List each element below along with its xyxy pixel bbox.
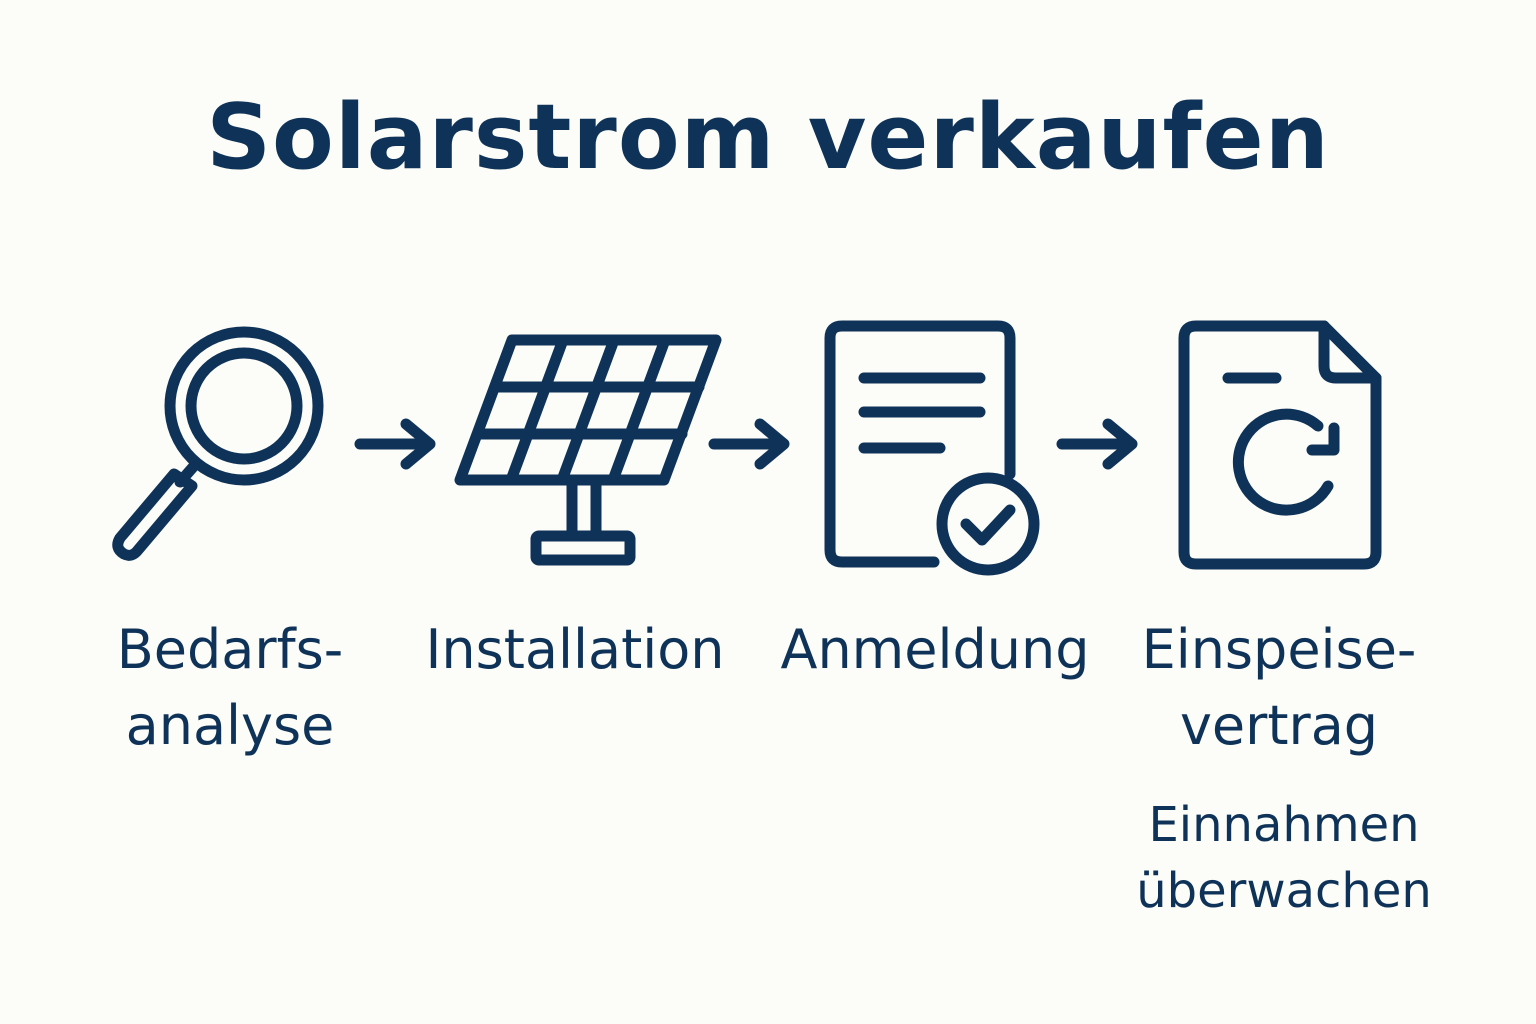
arrow-2-icon (708, 418, 790, 470)
step-label-anmeldung: Anmeldung (770, 612, 1100, 688)
magnifier-icon (112, 326, 324, 561)
step-label-line: Anmeldung (780, 618, 1090, 681)
step-label-line: vertrag (1179, 694, 1379, 757)
document-refresh-icon (1178, 320, 1382, 570)
step-label-line: Installation (425, 618, 725, 681)
step-label-installation: Installation (410, 612, 740, 688)
note-einnahmen-ueberwachen: Einnahmen überwachen (1124, 792, 1444, 924)
step-label-line: analyse (125, 694, 335, 757)
step-label-bedarfsanalyse: Bedarfs- analyse (80, 612, 380, 764)
step-label-line: Einspeise- (1141, 618, 1417, 681)
step-label-line: Bedarfs- (116, 618, 344, 681)
note-line: überwachen (1136, 863, 1432, 919)
step-label-einspeisevertrag: Einspeise- vertrag (1124, 612, 1434, 764)
note-line: Einnahmen (1148, 797, 1420, 853)
arrow-3-icon (1056, 418, 1138, 470)
arrow-1-icon (354, 418, 436, 470)
solar-panel-icon (454, 334, 722, 566)
document-check-icon (824, 320, 1040, 576)
diagram-title: Solarstrom verkaufen (206, 85, 1330, 190)
